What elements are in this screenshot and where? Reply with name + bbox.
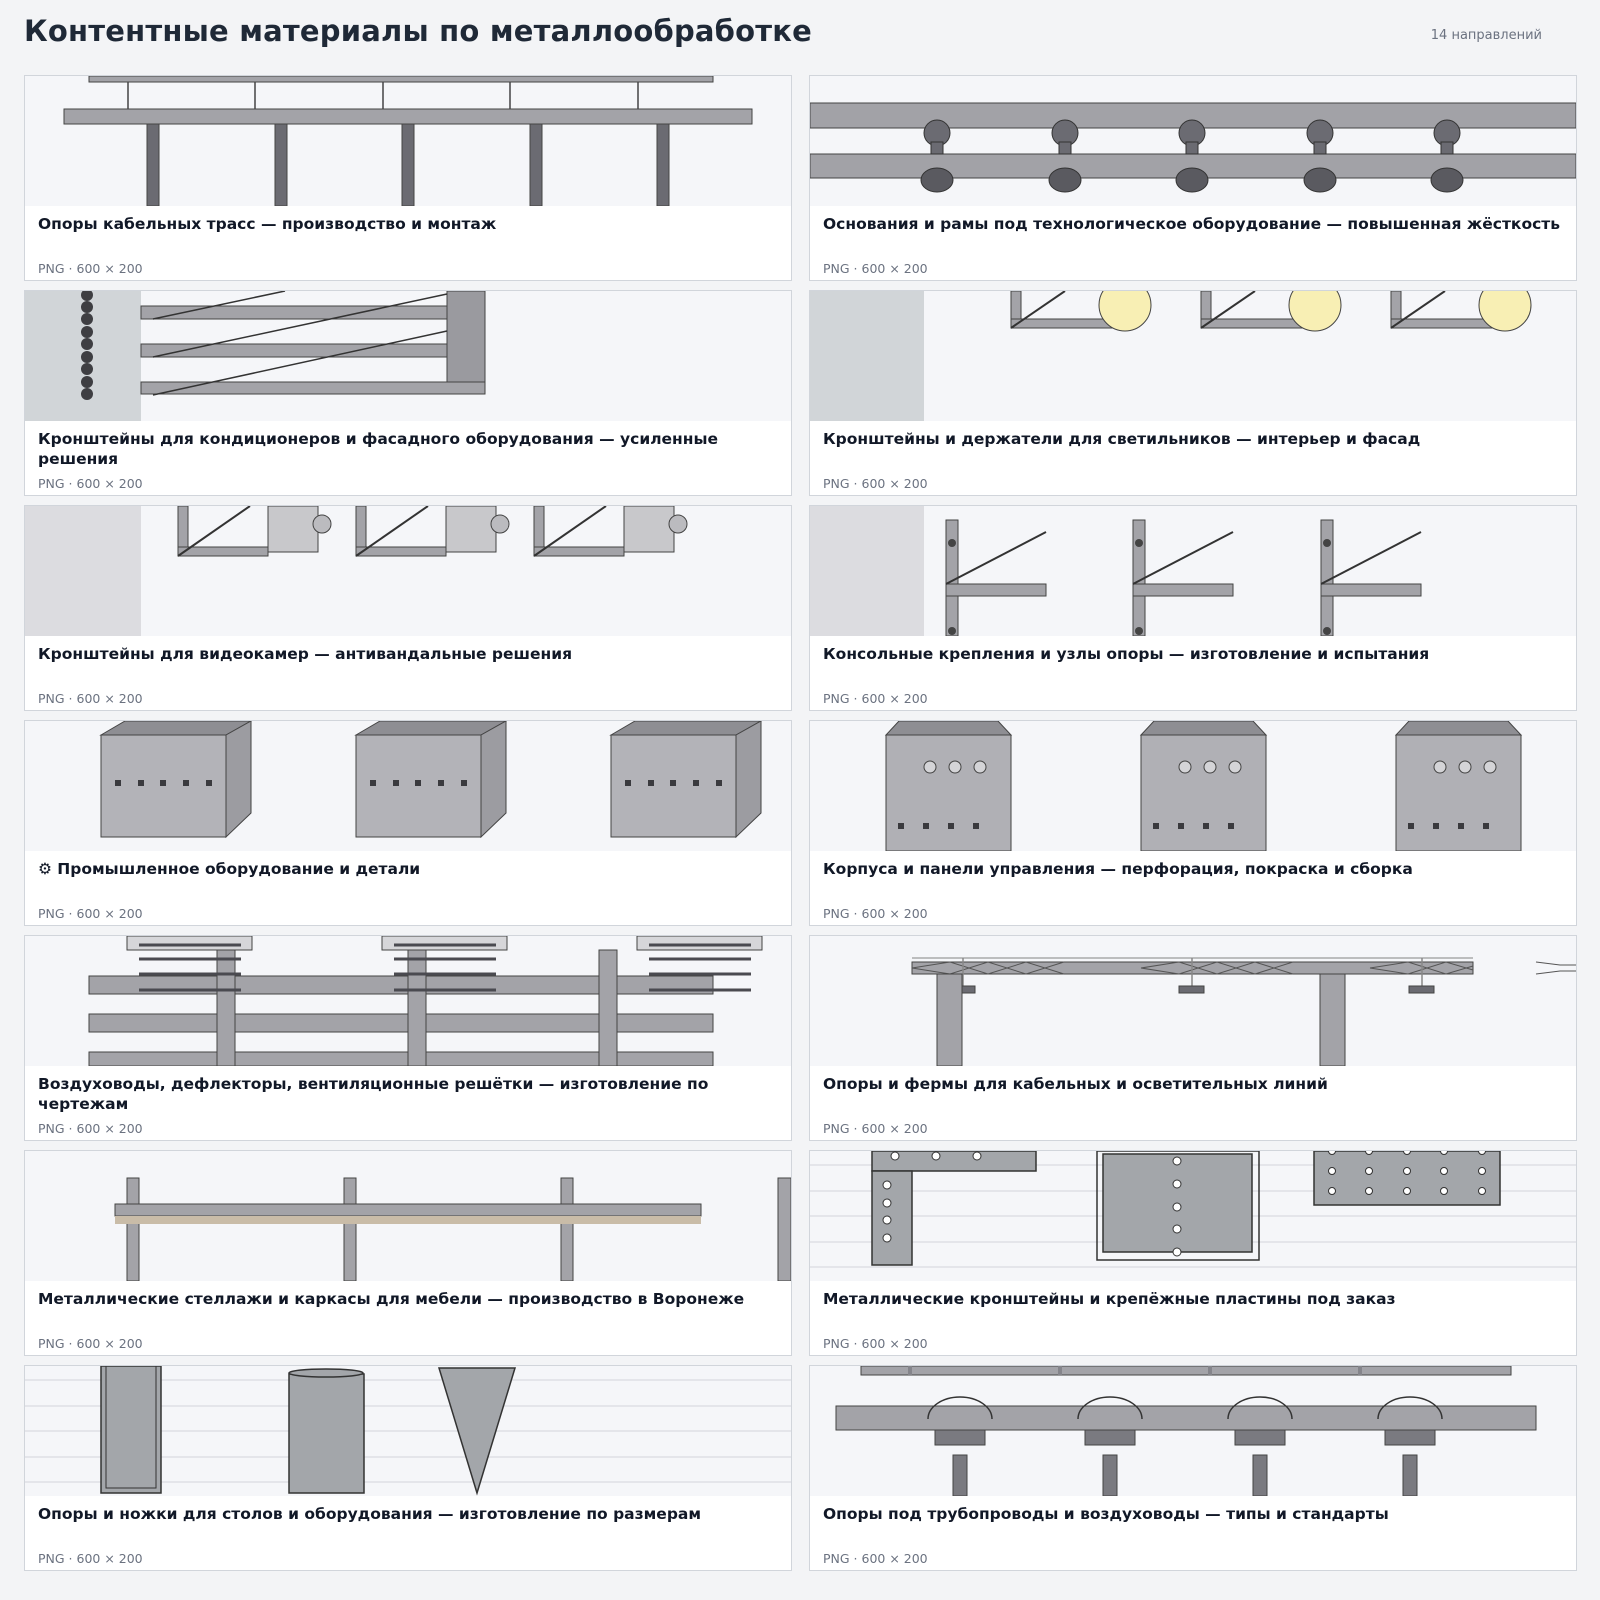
card-thumbnail[interactable]: [25, 1151, 791, 1281]
card-title[interactable]: Опоры под трубопроводы и воздуховоды — т…: [823, 1505, 1389, 1523]
card-thumbnail[interactable]: [810, 721, 1576, 851]
card-title[interactable]: Кронштейны и держатели для светильников …: [823, 430, 1421, 448]
card-meta: PNG · 600 × 200: [823, 691, 928, 706]
page-header: Контентные материалы по металлообработке…: [24, 14, 1560, 58]
card-title[interactable]: Консольные крепления и узлы опоры — изго…: [823, 645, 1430, 663]
card-camera-brackets[interactable]: Кронштейны для видеокамер — антивандальн…: [24, 505, 792, 711]
card-title[interactable]: Металлические стеллажи и каркасы для меб…: [38, 1290, 745, 1308]
card-table-legs[interactable]: Опоры и ножки для столов и оборудования …: [24, 1365, 792, 1571]
card-thumbnail[interactable]: [810, 936, 1576, 1066]
card-equipment-frames[interactable]: Основания и рамы под технологическое обо…: [809, 75, 1577, 281]
card-thumbnail[interactable]: [810, 1366, 1576, 1496]
card-meta: PNG · 600 × 200: [823, 1121, 928, 1136]
card-title[interactable]: Опоры кабельных трасс — производство и м…: [38, 215, 497, 233]
card-grid: Опоры кабельных трасс — производство и м…: [24, 75, 1577, 1571]
card-shelving-frames[interactable]: Металлические стеллажи и каркасы для меб…: [24, 1150, 792, 1356]
card-meta: PNG · 600 × 200: [823, 1336, 928, 1351]
card-meta: PNG · 600 × 200: [38, 261, 143, 276]
card-thumbnail[interactable]: [810, 291, 1576, 421]
card-meta: PNG · 600 × 200: [823, 476, 928, 491]
card-thumbnail[interactable]: [25, 1366, 791, 1496]
page-title: Контентные материалы по металлообработке: [24, 14, 813, 48]
card-thumbnail[interactable]: [25, 291, 791, 421]
card-meta: PNG · 600 × 200: [823, 1551, 928, 1566]
card-thumbnail[interactable]: [25, 721, 791, 851]
card-thumbnail[interactable]: [25, 76, 791, 206]
card-title[interactable]: Кронштейны для видеокамер — антивандальн…: [38, 645, 573, 663]
card-cable-tray-supports[interactable]: Опоры кабельных трасс — производство и м…: [24, 75, 792, 281]
card-control-enclosures[interactable]: Корпуса и панели управления — перфорация…: [809, 720, 1577, 926]
card-title[interactable]: Опоры и ножки для столов и оборудования …: [38, 1505, 702, 1523]
card-meta: PNG · 600 × 200: [823, 261, 928, 276]
card-thumbnail[interactable]: [25, 506, 791, 636]
card-industrial-boxes[interactable]: ⚙ Промышленное оборудование и детали PNG…: [24, 720, 792, 926]
card-meta: PNG · 600 × 200: [38, 1551, 143, 1566]
card-meta: PNG · 600 × 200: [823, 906, 928, 921]
card-ventilation-ducts[interactable]: Воздуховоды, дефлекторы, вентиляционные …: [24, 935, 792, 1141]
card-thumbnail[interactable]: [810, 506, 1576, 636]
card-meta: PNG · 600 × 200: [38, 1336, 143, 1351]
card-meta: PNG · 600 × 200: [38, 691, 143, 706]
card-title[interactable]: Корпуса и панели управления — перфорация…: [823, 860, 1413, 878]
card-title[interactable]: Опоры и фермы для кабельных и осветитель…: [823, 1075, 1328, 1093]
card-truss-supports[interactable]: Опоры и фермы для кабельных и осветитель…: [809, 935, 1577, 1141]
card-meta: PNG · 600 × 200: [38, 476, 143, 491]
card-title[interactable]: Металлические кронштейны и крепёжные пла…: [823, 1290, 1396, 1308]
card-thumbnail[interactable]: [810, 1151, 1576, 1281]
card-cantilever-mounts[interactable]: Консольные крепления и узлы опоры — изго…: [809, 505, 1577, 711]
card-meta: PNG · 600 × 200: [38, 1121, 143, 1136]
card-title[interactable]: Кронштейны для кондиционеров и фасадного…: [38, 430, 719, 468]
card-title[interactable]: ⚙ Промышленное оборудование и детали: [38, 860, 421, 878]
card-thumbnail[interactable]: [810, 76, 1576, 206]
card-title[interactable]: Основания и рамы под технологическое обо…: [823, 215, 1561, 233]
card-thumbnail[interactable]: [25, 936, 791, 1066]
card-title[interactable]: Воздуховоды, дефлекторы, вентиляционные …: [38, 1075, 709, 1113]
card-ac-brackets[interactable]: Кронштейны для кондиционеров и фасадного…: [24, 290, 792, 496]
directions-count: 14 направлений: [1430, 28, 1542, 43]
card-lamp-brackets[interactable]: Кронштейны и держатели для светильников …: [809, 290, 1577, 496]
card-pipe-supports[interactable]: Опоры под трубопроводы и воздуховоды — т…: [809, 1365, 1577, 1571]
card-mounting-plates[interactable]: Металлические кронштейны и крепёжные пла…: [809, 1150, 1577, 1356]
card-meta: PNG · 600 × 200: [38, 906, 143, 921]
